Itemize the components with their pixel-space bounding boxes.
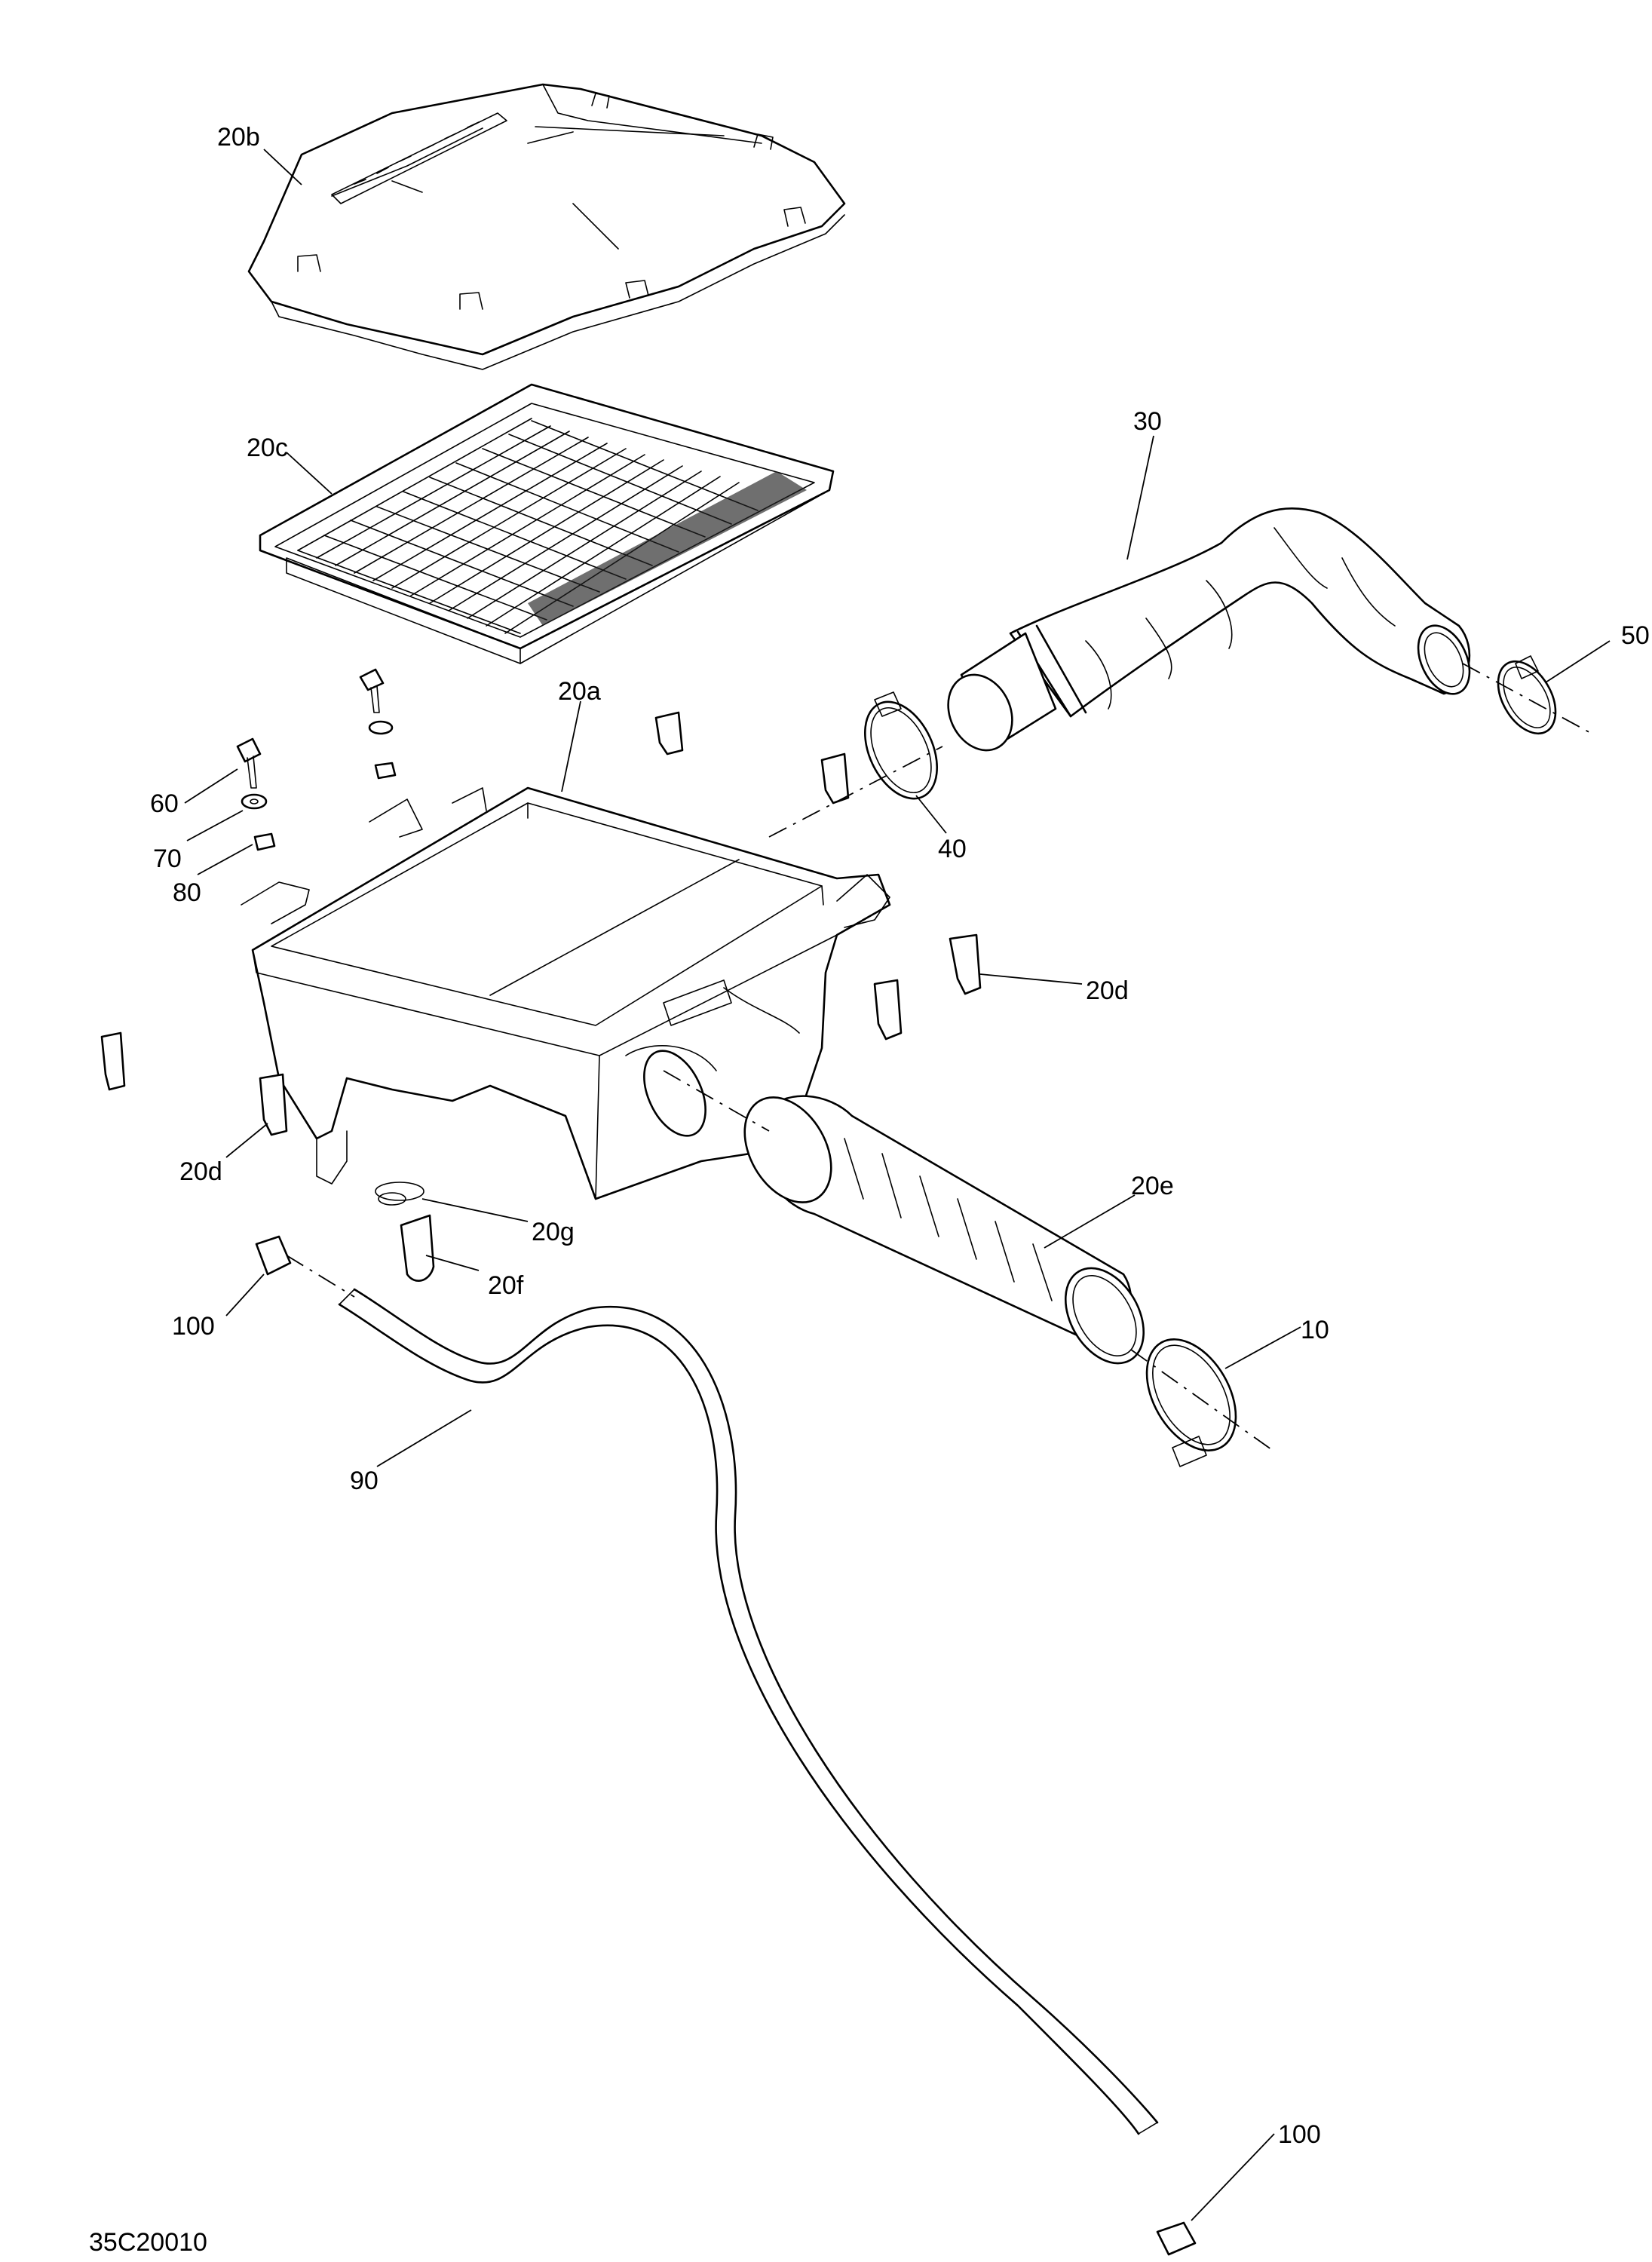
spring-clip-20g-part [375, 1182, 424, 1206]
callout-100-top: 100 [172, 1312, 215, 1341]
embossed-logo [331, 112, 507, 204]
callout-labels: 20b 20c 30 50 20a 60 70 80 40 20d 20d 20… [89, 123, 1650, 2257]
washer-70-upper-part [368, 720, 394, 735]
callout-20d-right: 20d [1086, 976, 1129, 1005]
callout-70: 70 [153, 844, 182, 873]
grommet-80-part [253, 832, 276, 851]
screw-60-upper-part [359, 668, 385, 713]
drawing-code: 35C20010 [89, 2228, 207, 2257]
callout-30: 30 [1133, 407, 1162, 436]
callout-80: 80 [173, 878, 201, 907]
callout-60: 60 [150, 789, 179, 818]
callout-40: 40 [938, 835, 967, 863]
clamp-10-part [1145, 1338, 1237, 1467]
callout-20c: 20c [247, 434, 288, 462]
callout-20a: 20a [558, 677, 601, 706]
callout-leaders [184, 149, 1611, 2221]
airbox-cover-part [247, 83, 846, 370]
drain-cap-20f-part [400, 1214, 435, 1282]
callout-20e: 20e [1131, 1172, 1174, 1200]
hose-clip-100-top-part [255, 1235, 292, 1276]
air-filter-part [259, 383, 835, 664]
assembly-axis-lines [286, 663, 1595, 1452]
drain-hose-90-part [338, 1288, 1159, 2135]
clamp-50-part [1497, 655, 1557, 735]
callout-20g: 20g [532, 1218, 575, 1246]
callout-20f: 20f [488, 1271, 524, 1300]
callout-10: 10 [1301, 1316, 1329, 1344]
intake-tube-part [947, 507, 1471, 752]
washer-70-part [241, 793, 268, 810]
callout-100-bottom: 100 [1278, 2120, 1321, 2149]
clamp-40-part [864, 691, 938, 800]
airbox-housing-part [241, 786, 891, 1200]
hose-clip-100-bottom-part [1156, 2221, 1197, 2256]
inlet-duct-part [743, 1095, 1145, 1365]
filter-mesh [297, 418, 759, 634]
screw-60-part [236, 737, 262, 789]
grommet-80-upper-part [374, 762, 397, 780]
callout-20b: 20b [217, 123, 260, 152]
clip-20d-parts [100, 711, 982, 1136]
callout-90: 90 [350, 1467, 379, 1495]
callout-20d-left: 20d [179, 1157, 222, 1186]
callout-50: 50 [1621, 621, 1650, 650]
